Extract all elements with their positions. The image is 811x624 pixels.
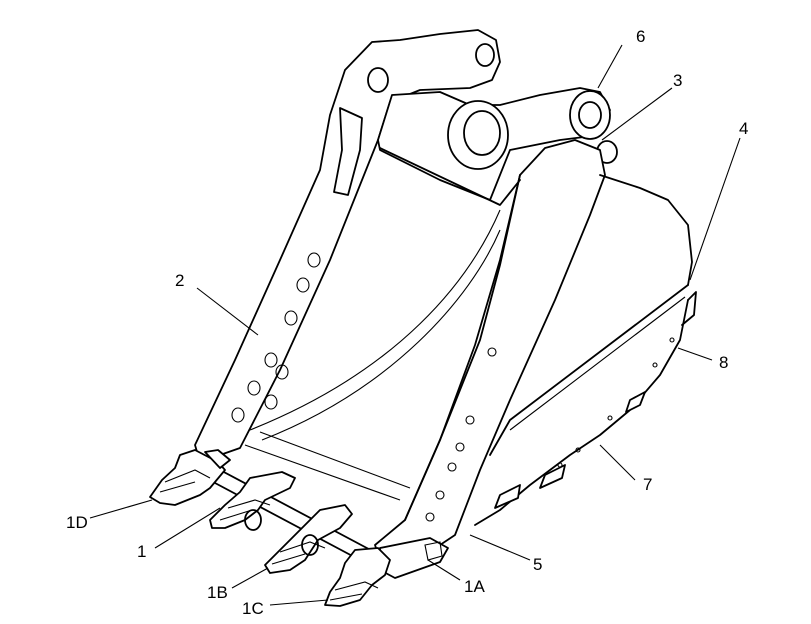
callout-labels: 2 6 3 4 8 7 5 1A 1C 1B 1 1D (66, 27, 748, 618)
tooth-1b (264, 504, 353, 574)
pin-bosses (377, 87, 618, 201)
tooth-1c (324, 547, 391, 607)
tooth-1d (149, 449, 231, 506)
callout-7: 7 (643, 475, 652, 494)
callout-6: 6 (636, 27, 645, 46)
callout-5: 5 (533, 555, 542, 574)
cutting-edge (199, 461, 449, 579)
callout-8: 8 (719, 353, 728, 372)
right-side-plate (374, 139, 606, 561)
callout-1a: 1A (464, 577, 485, 596)
callout-1c: 1C (242, 599, 264, 618)
leader-lines (89, 44, 741, 606)
callout-2: 2 (175, 271, 184, 290)
callout-1b: 1B (207, 583, 228, 602)
callout-3: 3 (673, 71, 682, 90)
callout-4: 4 (739, 119, 748, 138)
bucket-shell (244, 147, 697, 526)
callout-1d: 1D (66, 513, 88, 532)
callout-1: 1 (137, 542, 146, 561)
tooth-1 (209, 471, 296, 531)
